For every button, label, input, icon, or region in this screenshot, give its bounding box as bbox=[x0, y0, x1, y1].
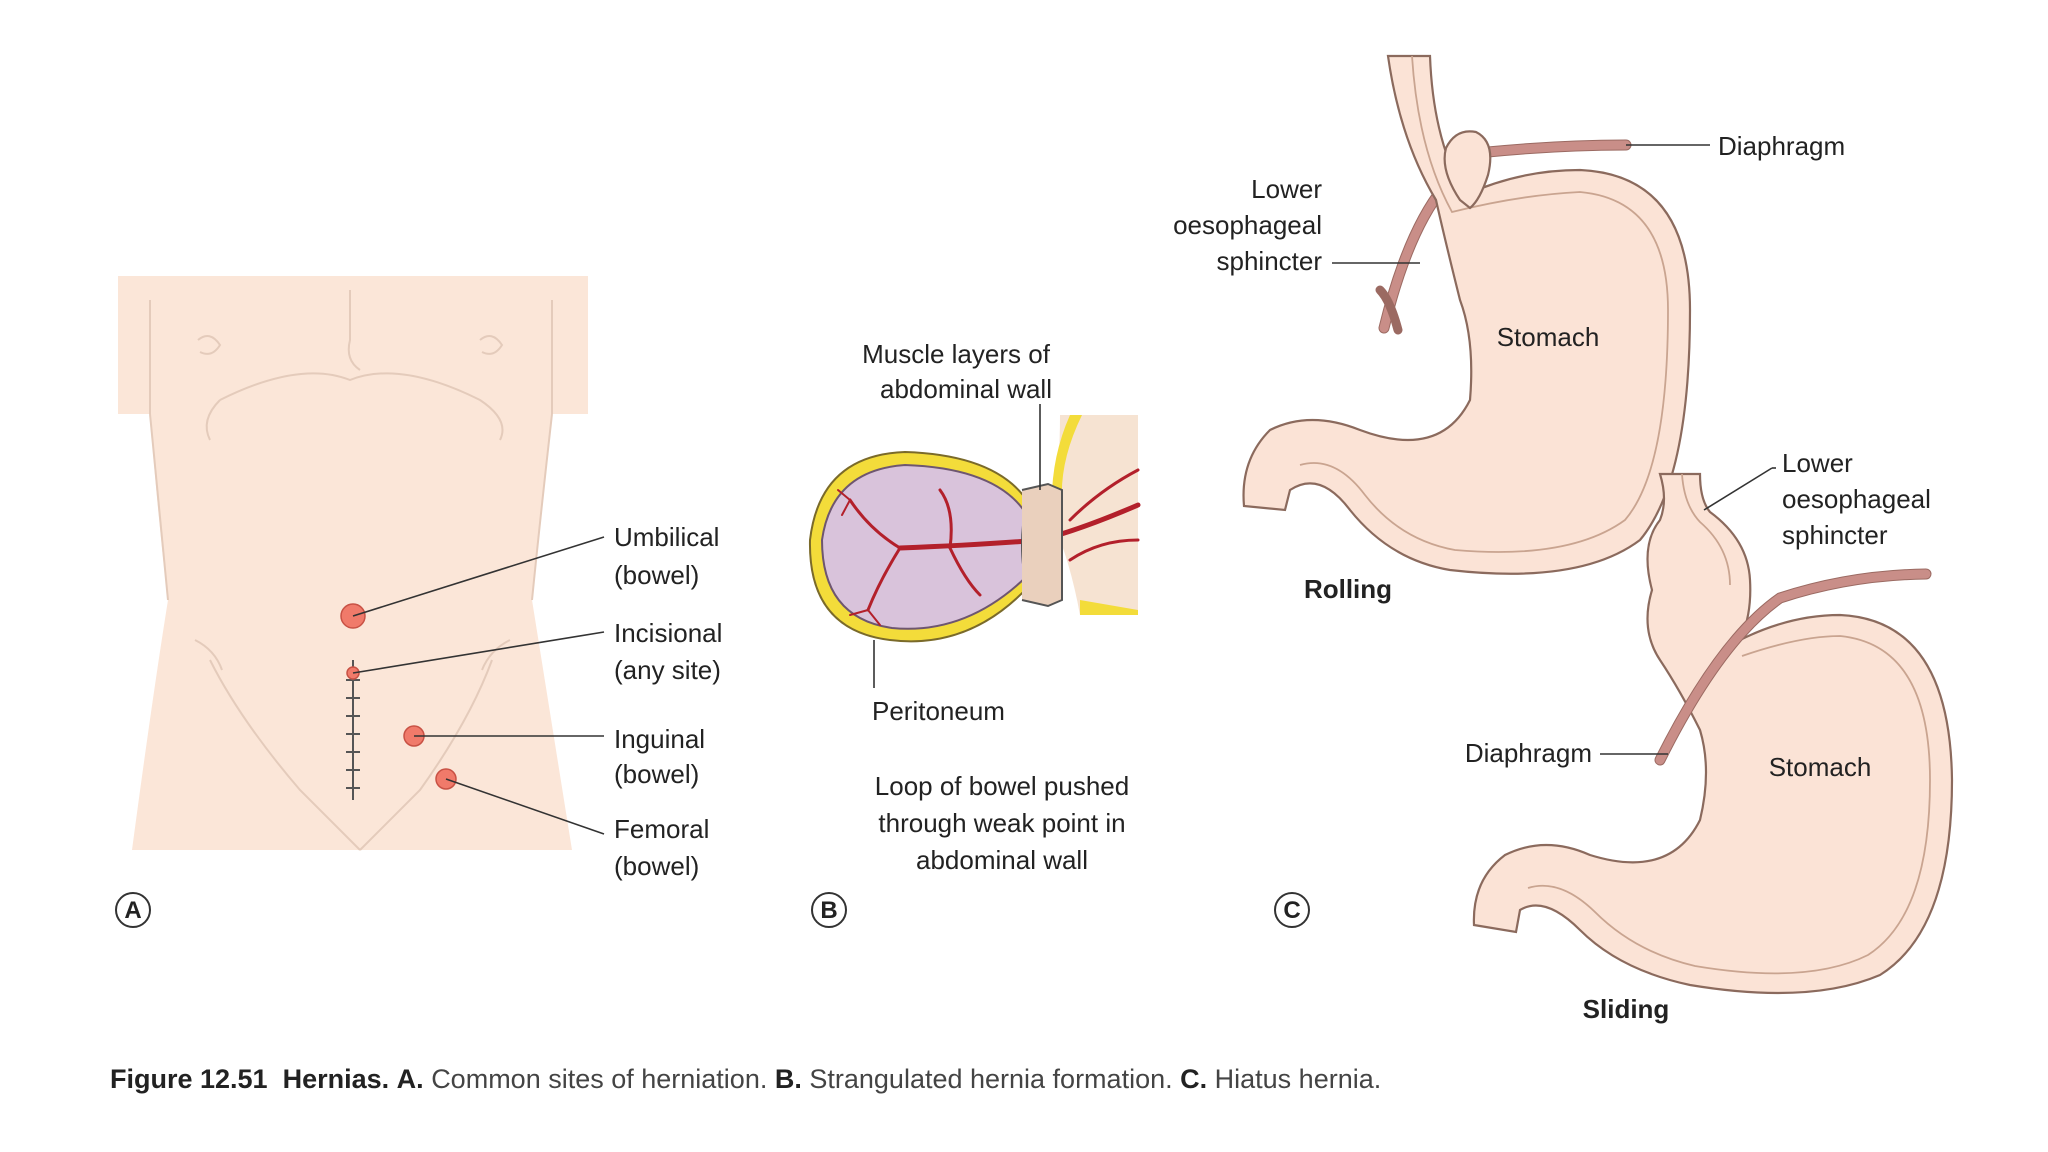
right-groin-line bbox=[359, 659, 493, 851]
label-rolling-stomach: Stomach bbox=[1497, 322, 1600, 352]
label-inguinal: Inguinal bbox=[614, 724, 705, 754]
label-femoral: Femoral bbox=[614, 814, 709, 844]
panel-a-torso-illustration bbox=[118, 276, 588, 851]
torso-right-edge bbox=[531, 413, 553, 601]
incision-stitches bbox=[346, 679, 360, 789]
label-rolling-title: Rolling bbox=[1304, 574, 1392, 604]
panel-c-letter: C bbox=[1283, 897, 1300, 924]
label-sliding-title: Sliding bbox=[1583, 994, 1670, 1024]
label-rolling-diaphragm: Diaphragm bbox=[1718, 131, 1845, 161]
label-sliding-les-1: Lower bbox=[1782, 448, 1853, 478]
label-femoral-note: (bowel) bbox=[614, 851, 699, 881]
label-note-line3: abdominal wall bbox=[916, 845, 1088, 875]
sternum-line bbox=[347, 290, 361, 371]
panel-a-badge bbox=[115, 892, 151, 928]
left-groin-line bbox=[209, 659, 361, 851]
right-nipple bbox=[479, 335, 504, 355]
label-sliding-les-3: sphincter bbox=[1782, 520, 1888, 550]
caption-c-text: Hiatus hernia. bbox=[1214, 1064, 1382, 1094]
ribcage-line bbox=[219, 372, 504, 441]
rolling-stomach bbox=[1242, 54, 1692, 575]
caption-a-letter: A. bbox=[396, 1064, 424, 1094]
caption-b-letter: B. bbox=[774, 1064, 802, 1094]
torso-left-edge bbox=[149, 413, 169, 601]
label-sliding-diaphragm: Diaphragm bbox=[1465, 738, 1592, 768]
label-umbilical: Umbilical bbox=[614, 522, 719, 552]
label-peritoneum: Peritoneum bbox=[872, 696, 1005, 726]
label-inguinal-note: (bowel) bbox=[614, 759, 699, 789]
label-umbilical-note: (bowel) bbox=[614, 560, 699, 590]
sliding-hernia-illustration bbox=[1472, 472, 1954, 995]
label-incisional: Incisional bbox=[614, 618, 722, 648]
panel-a-letter: A bbox=[124, 897, 141, 924]
ribcage-left bbox=[205, 399, 221, 441]
caption-a-text: Common sites of herniation. bbox=[431, 1064, 768, 1094]
left-nipple bbox=[197, 335, 222, 355]
sliding-stomach-lining bbox=[1527, 473, 1931, 975]
label-note-line1: Loop of bowel pushed bbox=[875, 771, 1129, 801]
left-hip-line bbox=[194, 639, 223, 671]
label-sliding-stomach: Stomach bbox=[1769, 752, 1872, 782]
sliding-stomach bbox=[1472, 472, 1954, 995]
caption-figure-number: Figure 12.51 bbox=[110, 1064, 268, 1094]
label-muscle-layers: Muscle layers of bbox=[862, 339, 1051, 369]
rolling-herniated-fundus bbox=[1443, 130, 1492, 210]
panel-b-badge bbox=[811, 892, 847, 928]
label-rolling-les-2: oesophageal bbox=[1173, 210, 1322, 240]
tissue-yellow-bottom bbox=[1080, 600, 1138, 615]
right-hip-line bbox=[481, 639, 511, 671]
rolling-diaphragm-left bbox=[1375, 285, 1403, 335]
panel-b-letter: B bbox=[820, 897, 837, 924]
label-sliding-les-2: oesophageal bbox=[1782, 484, 1931, 514]
leader-sliding-les-diag bbox=[1703, 467, 1773, 511]
label-rolling-les-3: sphincter bbox=[1217, 246, 1323, 276]
rolling-stomach-lining bbox=[1299, 55, 1669, 553]
label-note-line2: through weak point in bbox=[878, 808, 1125, 838]
rolling-hernia-illustration bbox=[1242, 54, 1692, 575]
muscle-ring-side bbox=[1021, 482, 1063, 608]
label-abdominal-wall: abdominal wall bbox=[880, 374, 1052, 404]
panel-a-leader-lines bbox=[352, 536, 605, 835]
caption-c-letter: C. bbox=[1180, 1064, 1208, 1094]
label-incisional-note: (any site) bbox=[614, 655, 721, 685]
caption-b-text: Strangulated hernia formation. bbox=[809, 1064, 1173, 1094]
panel-b-illustration bbox=[808, 415, 1141, 643]
caption-title: Hernias. bbox=[282, 1064, 390, 1094]
sliding-diaphragm bbox=[1655, 569, 1931, 765]
tissue-yellow-top bbox=[1051, 415, 1082, 510]
label-rolling-les-1: Lower bbox=[1251, 174, 1322, 204]
abdominal-tissue bbox=[1052, 415, 1138, 615]
figure-caption: Figure 12.51 Hernias. A. Common sites of… bbox=[110, 1064, 1970, 1095]
panel-c-badge bbox=[1274, 892, 1310, 928]
